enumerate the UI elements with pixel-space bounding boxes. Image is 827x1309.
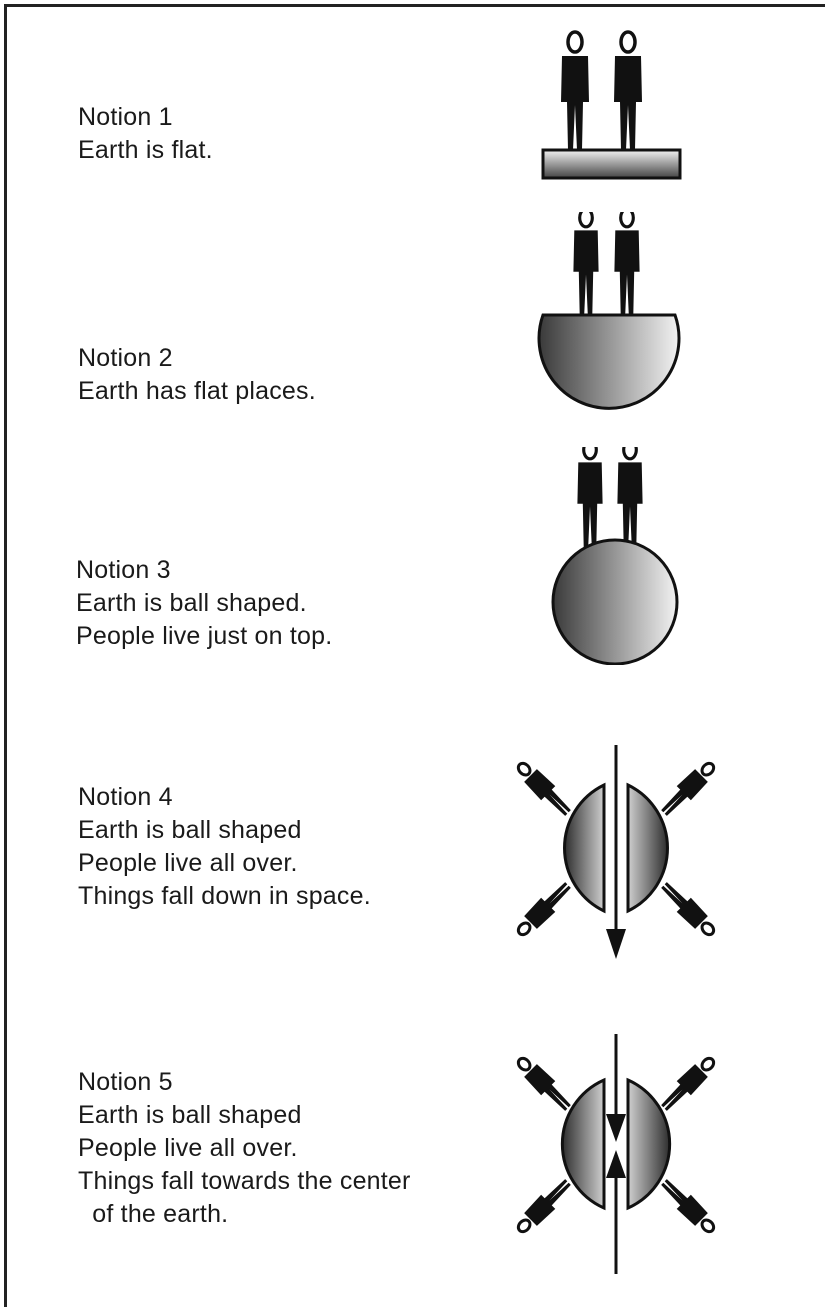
- person-icon: [657, 1052, 720, 1115]
- notion-4-line-1: Earth is ball shaped: [78, 814, 371, 847]
- notion-5-line-4: of the earth.: [78, 1198, 411, 1231]
- down-arrow-icon: [606, 929, 626, 959]
- notion-5-line-3: Things fall towards the center: [78, 1165, 411, 1198]
- earth-right-half: [628, 785, 667, 911]
- ball-earth-all-over-figure: [500, 745, 735, 965]
- person-icon: [512, 1175, 575, 1238]
- earth-ball: [553, 540, 677, 664]
- person-icon: [617, 447, 642, 547]
- person-icon: [657, 878, 720, 941]
- notion-5-line-1: Earth is ball shaped: [78, 1099, 411, 1132]
- person-icon: [512, 1052, 575, 1115]
- earth-left-half: [562, 1080, 604, 1208]
- person-icon: [573, 212, 598, 315]
- flat-platform: [543, 150, 680, 178]
- notion-3-line-2: People live just on top.: [76, 620, 332, 653]
- person-icon: [512, 878, 575, 941]
- ball-earth-top-figure: [540, 447, 690, 665]
- person-icon: [512, 757, 575, 820]
- person-icon: [614, 32, 642, 150]
- notion-2-title: Notion 2: [78, 342, 316, 375]
- flat-places-earth-figure: [530, 212, 690, 427]
- flat-earth-figure: [530, 28, 690, 186]
- notion-5-text: Notion 5 Earth is ball shaped People liv…: [78, 1066, 411, 1231]
- notion-1-line-1: Earth is flat.: [78, 134, 213, 167]
- earth-right-half: [628, 1080, 670, 1208]
- notion-4-text: Notion 4 Earth is ball shaped People liv…: [78, 781, 371, 913]
- ball-earth-center-figure: [500, 1030, 735, 1280]
- notion-5-title: Notion 5: [78, 1066, 411, 1099]
- person-icon: [577, 447, 602, 547]
- person-icon: [561, 32, 589, 150]
- notion-4-line-3: Things fall down in space.: [78, 880, 371, 913]
- notion-1-text: Notion 1 Earth is flat.: [78, 101, 213, 167]
- person-icon: [657, 757, 720, 820]
- notion-3-line-1: Earth is ball shaped.: [76, 587, 332, 620]
- notion-4-line-2: People live all over.: [78, 847, 371, 880]
- notion-1-title: Notion 1: [78, 101, 213, 134]
- notion-3-title: Notion 3: [76, 554, 332, 587]
- notion-2-line-1: Earth has flat places.: [78, 375, 316, 408]
- notion-3-text: Notion 3 Earth is ball shaped. People li…: [76, 554, 332, 653]
- notion-4-title: Notion 4: [78, 781, 371, 814]
- notion-2-text: Notion 2 Earth has flat places.: [78, 342, 316, 408]
- person-icon: [657, 1175, 720, 1238]
- person-icon: [614, 212, 639, 315]
- earth-with-flat-top: [539, 315, 679, 408]
- earth-left-half: [565, 785, 604, 911]
- notion-5-line-2: People live all over.: [78, 1132, 411, 1165]
- up-arrow-icon: [606, 1150, 626, 1178]
- down-arrow-icon: [606, 1114, 626, 1142]
